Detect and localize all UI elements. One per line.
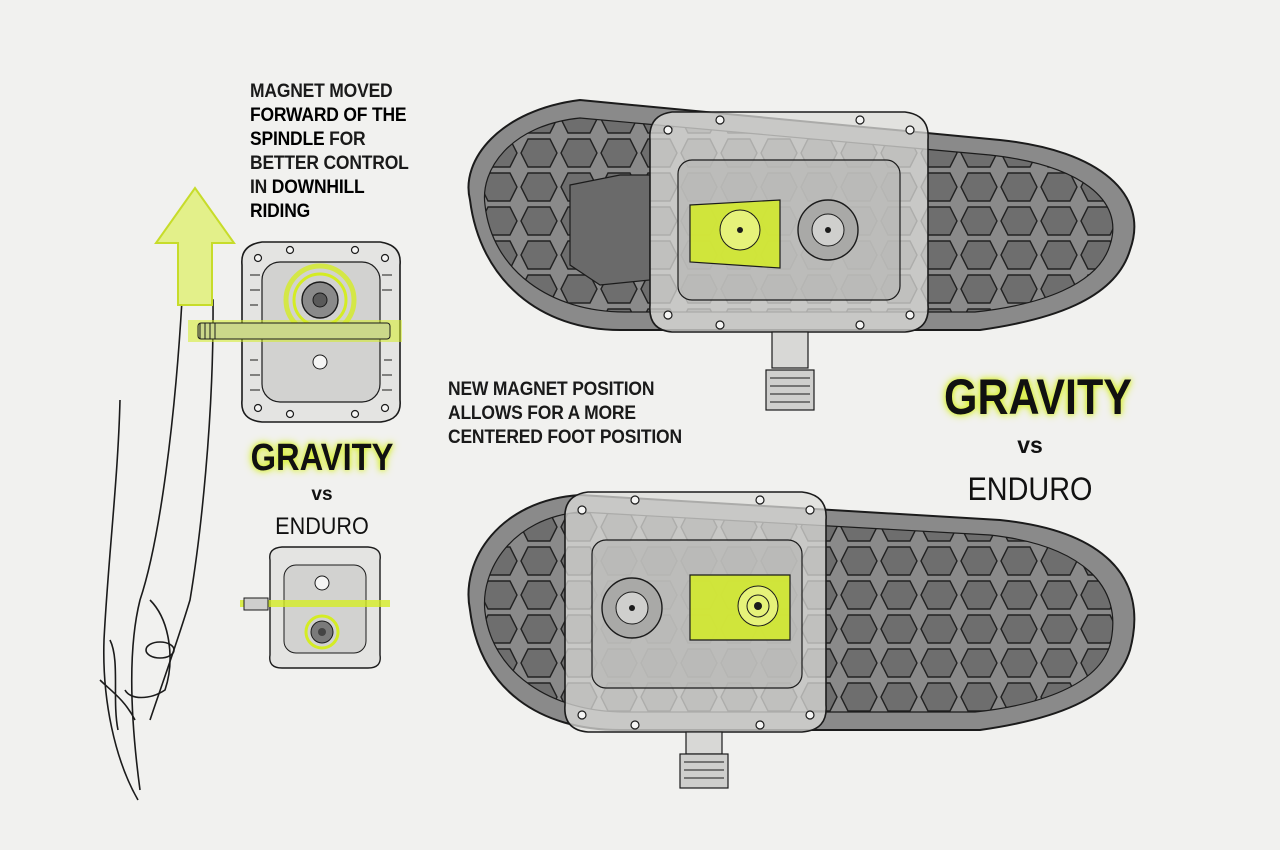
callout-line: FORWARD OF THE bbox=[250, 105, 407, 126]
vs-label-small: vs bbox=[311, 484, 333, 505]
new-position-callout: NEW MAGNET POSITION ALLOWS FOR A MORE CE… bbox=[448, 378, 682, 450]
gravity-pedal-large bbox=[649, 111, 929, 411]
callout-line: NEW MAGNET POSITION bbox=[448, 379, 655, 400]
callout-line: ALLOWS FOR A MORE bbox=[448, 403, 636, 424]
enduro-pedal-small bbox=[240, 546, 390, 669]
vs-label-large: vs bbox=[1017, 432, 1043, 458]
gravity-pedal-small bbox=[188, 241, 402, 423]
callout-line: BETTER CONTROL bbox=[250, 153, 409, 174]
enduro-label-large: ENDURO bbox=[967, 471, 1093, 507]
enduro-label-small: ENDURO bbox=[275, 513, 369, 540]
callout-line: RIDING bbox=[250, 201, 311, 222]
gravity-label-small: GRAVITY bbox=[250, 437, 394, 479]
callout-text: IN bbox=[250, 177, 272, 198]
enduro-pedal-large bbox=[564, 491, 827, 789]
callout-line: CENTERED FOOT POSITION bbox=[448, 427, 682, 448]
callout-line: MAGNET MOVED bbox=[250, 81, 393, 102]
callout-emphasis: SPINDLE bbox=[250, 129, 325, 150]
callout-text: FOR bbox=[324, 129, 366, 150]
crank-arm bbox=[99, 299, 214, 801]
gravity-label-large: GRAVITY bbox=[944, 369, 1132, 425]
forward-arrow-icon bbox=[154, 186, 236, 306]
callout-emphasis: DOWNHILL bbox=[271, 177, 365, 198]
magnet-moved-callout: MAGNET MOVED FORWARD OF THE SPINDLE FOR … bbox=[250, 80, 409, 224]
